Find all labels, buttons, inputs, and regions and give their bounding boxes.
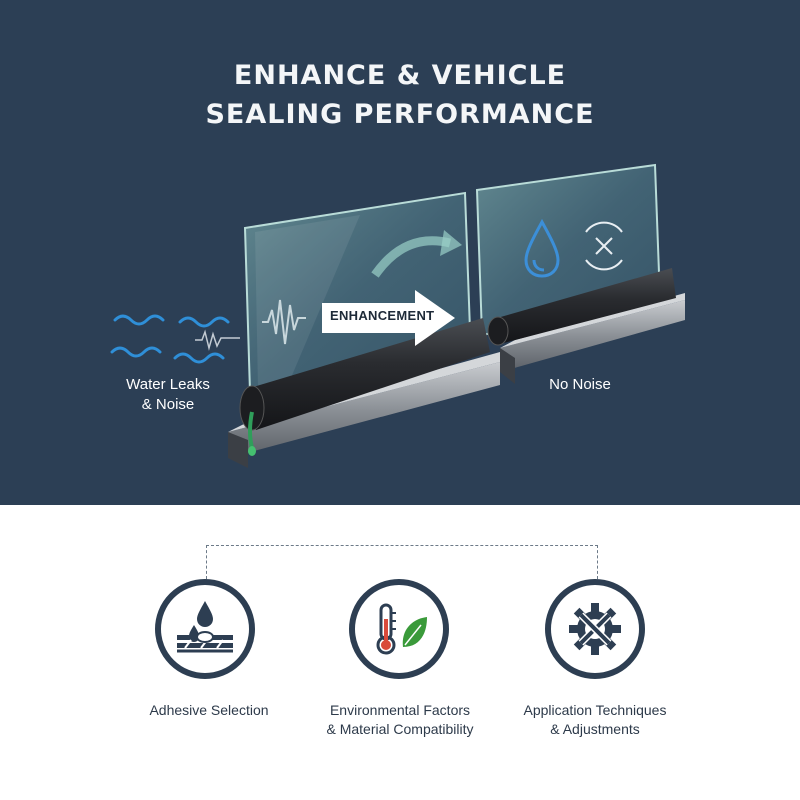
gear-wrench-icon [569,603,621,655]
environmental-factors-label: Environmental Factors & Material Compati… [290,701,510,739]
enhancement-label: ENHANCEMENT [330,308,435,323]
curved-arrow-icon [371,236,452,278]
water-waves-icon [110,314,230,364]
noise-squiggle-icon [195,329,240,351]
adhesive-selection-label: Adhesive Selection [99,701,319,720]
feature-3-line-1: Application Techniques [523,702,667,718]
noise-wave-icon [262,299,306,345]
water-drop-icon [524,218,560,278]
enhancement-arrow [322,290,455,346]
features-section: Adhesive Selection Environmental Factors… [0,505,800,800]
application-techniques-label: Application Techniques & Adjustments [485,701,705,739]
page-title: ENHANCE & VEHICLE SEALING PERFORMANCE [0,56,800,134]
adhesive-drop-icon [177,601,233,653]
adhesive-selection-circle [155,579,255,679]
application-techniques-circle [545,579,645,679]
hero-banner: ENHANCE & VEHICLE SEALING PERFORMANCE [0,0,800,505]
right-rubber-seal [487,268,676,346]
feature-3-line-2: & Adjustments [550,721,640,737]
connector-right [597,545,598,579]
left-rubber-seal [239,318,490,456]
no-noise-icon [585,221,623,271]
title-line-2: SEALING PERFORMANCE [205,99,595,130]
feature-1-line-1: Adhesive Selection [149,702,269,718]
title-line-1: ENHANCE & VEHICLE [233,60,567,91]
water-leaks-line-2: & Noise [141,396,195,413]
thermometer-leaf-icon [376,603,427,655]
water-leaks-label: Water Leaks & Noise [108,375,228,415]
feature-2-line-1: Environmental Factors [329,702,471,718]
feature-2-line-2: & Material Compatibility [326,721,474,737]
sealing-illustration [110,163,685,468]
connector-top [206,545,598,546]
no-noise-label: No Noise [549,376,611,393]
connector-left [206,545,207,579]
environmental-factors-circle [349,579,449,679]
water-leaks-line-1: Water Leaks [126,376,210,393]
